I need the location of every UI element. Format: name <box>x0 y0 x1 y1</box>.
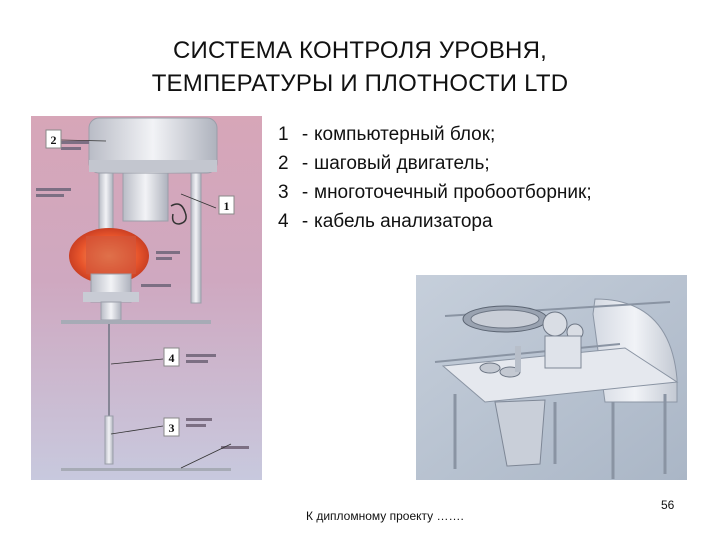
legend-dash: - <box>301 153 309 174</box>
legend-text: кабель анализатора <box>314 211 493 232</box>
legend-text: шаговый двигатель; <box>314 153 490 174</box>
component-legend: 1 - компьютерный блок; 2 - шаговый двига… <box>278 120 592 236</box>
equipment-photo <box>415 274 688 481</box>
legend-item: 4 - кабель анализатора <box>278 207 592 236</box>
page-number: 56 <box>661 498 675 512</box>
legend-number: 3 <box>278 182 289 203</box>
legend-dash: - <box>301 182 309 203</box>
legend-dash: - <box>301 211 309 232</box>
legend-text: компьютерный блок; <box>314 124 496 145</box>
footer-note: К дипломному проекту ……. <box>306 509 464 523</box>
title-line-1: СИСТЕМА КОНТРОЛЯ УРОВНЯ, <box>173 37 547 64</box>
callout-2: 2 <box>51 133 57 147</box>
callout-3: 3 <box>169 421 175 435</box>
legend-number: 1 <box>278 124 289 145</box>
legend-number: 4 <box>278 211 289 232</box>
title-line-2: ТЕМПЕРАТУРЫ И ПЛОТНОСТИ LTD <box>151 70 569 97</box>
legend-dash: - <box>301 124 309 145</box>
callout-1: 1 <box>224 199 230 213</box>
system-diagram-image: 2 1 4 3 <box>31 116 262 480</box>
slide-title: СИСТЕМА КОНТРОЛЯ УРОВНЯ, ТЕМПЕРАТУРЫ И П… <box>0 34 720 100</box>
legend-item: 2 - шаговый двигатель; <box>278 149 592 178</box>
legend-number: 2 <box>278 153 289 174</box>
callout-4: 4 <box>169 351 175 365</box>
legend-item: 3 - многоточечный пробоотборник; <box>278 178 592 207</box>
legend-text: многоточечный пробоотборник; <box>314 182 592 203</box>
legend-item: 1 - компьютерный блок; <box>278 120 592 149</box>
